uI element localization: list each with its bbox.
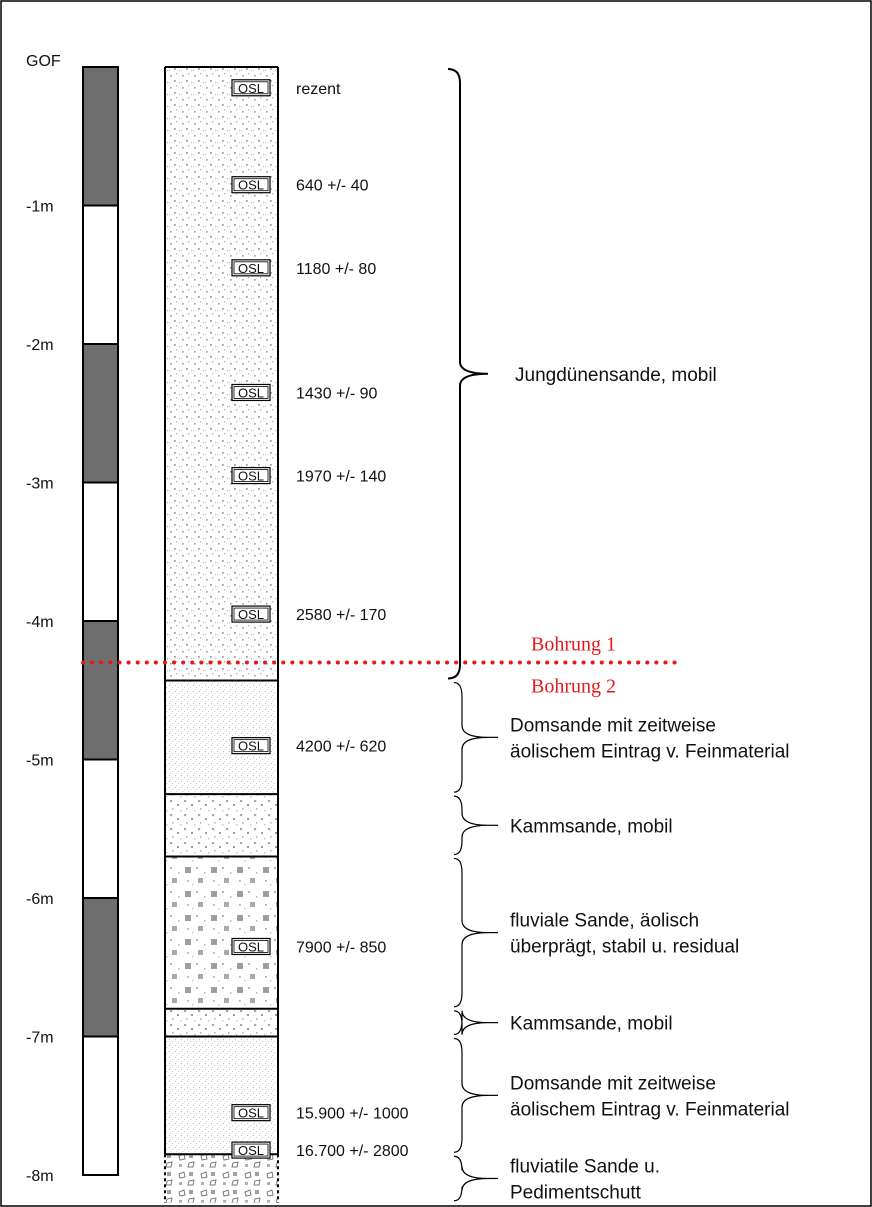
layer-coarse [165,856,278,1009]
osl-label: OSL [238,178,264,193]
unit-description: fluviale Sande, äolisch [510,911,699,932]
osl-sample-box-inner [233,1143,269,1157]
osl-age-value: rezent [296,81,341,98]
drill-label-upper: Bohrung 1 [531,634,616,656]
depth-label: -1m [26,199,54,216]
layer-medium [165,794,278,857]
osl-sample-box [231,466,271,485]
osl-sample-box-inner [233,178,269,192]
osl-age-value: 2580 +/- 170 [296,607,386,624]
osl-age-value: 1430 +/- 90 [296,385,378,402]
depth-scale: GOF -1m -2m -3m -4m -5m -6m -7m -8m [26,53,119,1185]
osl-sample-box-inner [233,739,269,753]
depth-bar-segment [82,758,119,899]
osl-sample-box [231,1104,271,1122]
depth-label: -7m [26,1030,54,1047]
osl-sample-box-inner [233,607,269,621]
unit-bracket [453,1155,489,1202]
depth-bar-segment [82,343,119,484]
osl-label: OSL [238,385,264,400]
unit-description: Domsande mit zeitweise [510,1073,716,1094]
unit-bracket [447,68,489,680]
osl-label: OSL [238,939,264,954]
unit-bracket [453,857,489,1008]
osl-sample-box-inner [233,81,269,95]
layer-stipple [165,1036,278,1155]
osl-age-value: 4200 +/- 620 [296,739,386,756]
depth-label: -4m [26,614,54,631]
unit-description: äolischem Eintrag v. Feinmaterial [510,1099,789,1120]
depth-label: -8m [26,1168,54,1185]
depth-label-gof: GOF [26,53,61,70]
osl-sample-box [231,605,271,623]
unit-bracket [453,1037,489,1153]
depth-label: -5m [26,753,54,770]
osl-label: OSL [238,469,264,484]
layer-fine [165,67,278,681]
osl-sample-box-inner [233,261,269,275]
osl-age-value: 640 +/- 40 [296,178,369,195]
unit-bracket [453,1010,489,1036]
osl-sample-box-inner [233,386,269,399]
osl-label: OSL [238,81,264,96]
unit-description: Kammsande, mobil [510,816,673,837]
unit-description: Pedimentschutt [510,1182,642,1203]
unit-description: überprägt, stabil u. residual [510,937,739,958]
layer-medium [165,1008,278,1037]
drill-label-lower: Bohrung 2 [531,676,616,698]
layer-gravel [165,1154,278,1203]
osl-sample-box [231,259,271,277]
osl-age-value: 1180 +/- 80 [296,261,376,278]
osl-label: OSL [238,739,264,754]
osl-age-value: 16.700 +/- 2800 [296,1143,409,1160]
unit-description: Jungdünensande, mobil [515,365,717,386]
depth-bar-segment [82,481,119,622]
osl-label: OSL [238,1106,264,1121]
unit-bracket [453,681,489,793]
osl-sample-box-inner [233,469,269,482]
osl-age-value: 15.900 +/- 1000 [296,1106,409,1123]
depth-bar-segment [82,897,119,1038]
depth-bar-segment [82,620,119,761]
depth-bar-segment [82,66,119,207]
osl-age-value: 7900 +/- 850 [296,939,386,956]
osl-age-value: 1970 +/- 140 [296,469,386,486]
osl-sample-box [231,737,271,755]
unit-bracket [453,795,489,856]
depth-label: -2m [26,337,54,354]
osl-sample-box [231,383,271,402]
depth-bar-segment [82,1035,119,1176]
osl-sample-box-inner [233,1106,269,1120]
unit-description: fluviatile Sande u. [510,1156,660,1177]
unit-description: äolischem Eintrag v. Feinmaterial [510,741,789,762]
osl-sample-box [231,176,271,194]
depth-label: -3m [26,476,54,493]
unit-description: Kammsande, mobil [510,1014,673,1035]
osl-sample-box [231,937,271,956]
osl-sample-box [231,1141,271,1159]
profile-column [164,66,279,1203]
osl-sample-box-inner [233,940,269,953]
osl-label: OSL [238,261,264,276]
drill-boundary: Bohrung 1 Bohrung 2 [81,634,682,698]
osl-label: OSL [238,607,264,622]
unit-description: Domsande mit zeitweise [510,715,716,736]
depth-label: -6m [26,891,54,908]
osl-label: OSL [238,1143,264,1158]
osl-sample-box [231,79,271,97]
depth-bar-segment [82,204,119,345]
